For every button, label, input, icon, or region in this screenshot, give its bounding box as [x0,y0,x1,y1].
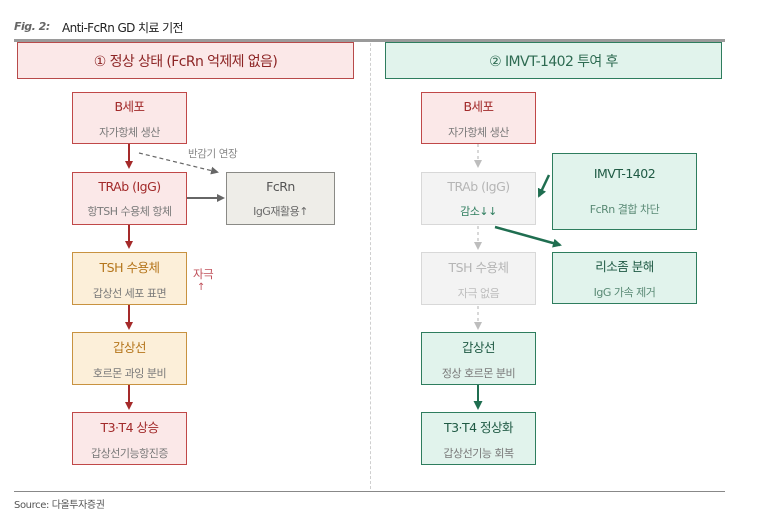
node-subtitle: 자가항체 생산 [99,126,160,139]
left-node-b-cell: B세포 자가항체 생산 [72,92,187,144]
left-node-tsh-receptor: TSH 수용체 갑상선 세포 표면 [72,252,187,305]
figure-title: Anti-FcRn GD 치료 기전 [62,21,184,35]
source-note: Source: 다올투자증권 [14,500,105,511]
node-subtitle: IgG 가속 제거 [593,286,656,299]
node-title: 갑상선 [112,339,147,355]
left-node-trab: TRAb (IgG) 항TSH 수용체 항체 [72,172,187,225]
node-subtitle: 정상 호르몬 분비 [441,366,516,380]
node-title: 리소좀 분해 [595,259,654,274]
node-title: IMVT-1402 [593,166,656,181]
node-title: 갑상선 [461,339,496,355]
arrow-imvt-to-trab [537,174,551,198]
node-title: FcRn [266,178,295,194]
stimulation-up-arrow-icon: ↑ [197,282,205,293]
node-title: TRAb (IgG) [98,178,161,194]
left-node-t3t4: T3·T4 상승 갑상선기능항진증 [72,412,187,465]
node-subtitle: IgG재활용↑ [253,204,308,218]
stimulation-annotation: 자극 [193,267,214,281]
node-subtitle: 자극 없음 [457,286,500,300]
node-title: T3·T4 상승 [100,419,159,435]
left-panel-header: ① 정상 상태 (FcRn 억제제 없음) [17,42,354,79]
figure-label: Fig. 2: [14,20,50,33]
panel-divider [370,43,371,489]
node-title: B세포 [463,99,494,114]
half-life-annotation: 반감기 연장 [188,148,238,160]
node-title: TSH 수용체 [448,259,509,275]
right-node-t3t4: T3·T4 정상화 갑상선기능 회복 [421,412,536,465]
node-subtitle: 갑상선 세포 표면 [92,286,167,300]
right-node-lysosome: 리소좀 분해 IgG 가속 제거 [552,252,697,304]
node-subtitle: FcRn 결합 차단 [589,203,660,216]
node-subtitle: 감소↓↓ [460,204,497,218]
arrow-trab-to-lysosome [494,225,562,248]
right-node-imvt-1402: IMVT-1402 FcRn 결합 차단 [552,153,697,230]
bottom-rule [14,491,725,492]
right-node-thyroid: 갑상선 정상 호르몬 분비 [421,332,536,385]
node-subtitle: 갑상선기능항진증 [91,446,168,460]
arrow-half-life-dashed [138,152,219,175]
top-rule [14,39,725,42]
node-title: TSH 수용체 [99,259,160,275]
node-title: TRAb (IgG) [447,178,510,194]
right-node-tsh-receptor: TSH 수용체 자극 없음 [421,252,536,305]
left-node-fcrn: FcRn IgG재활용↑ [226,172,335,225]
node-title: T3·T4 정상화 [443,419,514,435]
node-subtitle: 호르몬 과잉 분비 [92,366,167,380]
node-title: B세포 [114,99,145,114]
left-node-thyroid: 갑상선 호르몬 과잉 분비 [72,332,187,385]
node-subtitle: 항TSH 수용체 항체 [87,204,172,218]
node-subtitle: 자가항체 생산 [448,126,509,139]
right-panel-header: ② IMVT-1402 투여 후 [385,42,722,79]
right-node-b-cell: B세포 자가항체 생산 [421,92,536,144]
node-subtitle: 갑상선기능 회복 [443,446,514,460]
right-node-trab: TRAb (IgG) 감소↓↓ [421,172,536,225]
